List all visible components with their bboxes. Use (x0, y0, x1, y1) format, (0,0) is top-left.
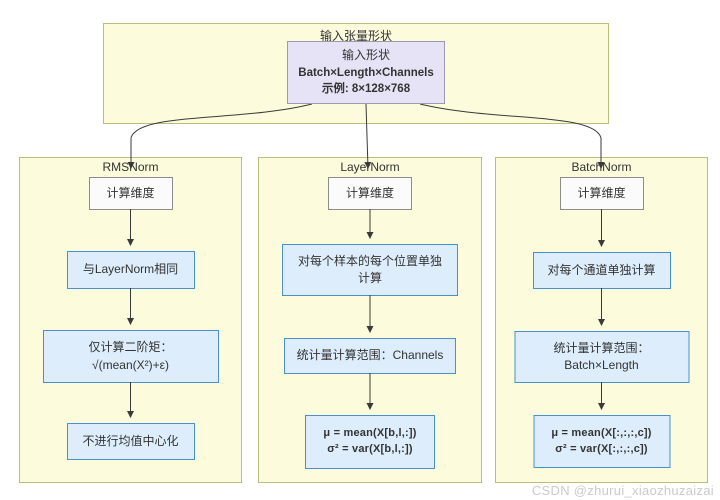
batchnorm-step-3: μ = mean(X[:,:,:,c]) σ² = var(X[:,:,:,c]… (533, 415, 670, 468)
batchnorm-step-2-line1: 统计量计算范围： (553, 340, 650, 355)
layernorm-step-2-line: 统计量计算范围：Channels (296, 348, 444, 363)
layernorm-step-3-line1: μ = mean(X[b,l,:]) (323, 427, 417, 440)
rmsnorm-title: RMSNorm (102, 160, 159, 174)
layernorm-step-1-line2: 计算 (357, 271, 382, 285)
batchnorm-step-1: 对每个通道单独计算 (532, 252, 671, 289)
layernorm-step-3-line2: σ² = var(X[b,l,:]) (327, 443, 413, 455)
batchnorm-title: BatchNorm (571, 160, 632, 174)
layernorm-step-1: 对每个样本的每个位置单独 计算 (282, 244, 458, 296)
rmsnorm-step-2-line1: 仅计算二阶矩： (88, 340, 173, 355)
batchnorm-step-3-line2: σ² = var(X[:,:,:,c]) (555, 442, 648, 455)
batchnorm-step-2-line2: Batch×Length (564, 358, 639, 372)
layernorm-step-3: μ = mean(X[b,l,:]) σ² = var(X[b,l,:]) (305, 415, 435, 469)
layernorm-step-1-line1: 对每个样本的每个位置单独 (297, 253, 442, 268)
batchnorm-step-1-line: 对每个通道单独计算 (547, 262, 656, 277)
csdn-watermark: CSDN @zhurui_xiaozhuzaizai (531, 483, 714, 498)
rmsnorm-step-3-line: 不进行均值中心化 (82, 433, 179, 448)
layernorm-step-2: 统计量计算范围：Channels (284, 338, 456, 374)
batchnorm-step-3-line1: μ = mean(X[:,:,:,c]) (551, 426, 652, 439)
rmsnorm-step-1: 与LayerNorm相同 (66, 251, 195, 289)
batchnorm-group: BatchNorm 计算维度 对每个通道单独计算 统计量计算范围： Batch×… (495, 157, 708, 483)
rmsnorm-step-2: 仅计算二阶矩： √(mean(X²)+ε) (42, 330, 219, 383)
input-shape-line3: 示例: 8×128×768 (321, 83, 411, 96)
input-shape-group-title: 输入张量形状 (319, 29, 392, 43)
rmsnorm-group: RMSNorm 计算维度 与LayerNorm相同 仅计算二阶矩： √(mean… (19, 157, 242, 483)
batchnorm-dim-node: 计算维度 (559, 177, 644, 210)
rmsnorm-dim-node: 计算维度 (88, 177, 173, 210)
batchnorm-step-2: 统计量计算范围： Batch×Length (514, 331, 689, 383)
layernorm-title: LayerNorm (340, 160, 400, 174)
input-shape-line1: 输入形状 (341, 48, 390, 63)
input-shape-node: 输入形状 Batch×Length×Channels 示例: 8×128×768 (287, 41, 445, 104)
rmsnorm-step-2-line2: √(mean(X²)+ε) (92, 357, 169, 372)
rmsnorm-step-1-line: 与LayerNorm相同 (82, 262, 179, 277)
input-shape-line2: Batch×Length×Channels (298, 66, 434, 79)
layernorm-group: LayerNorm 计算维度 对每个样本的每个位置单独 计算 统计量计算范围：C… (258, 157, 482, 483)
layernorm-dim-node: 计算维度 (328, 177, 412, 210)
rmsnorm-step-3: 不进行均值中心化 (66, 423, 195, 460)
